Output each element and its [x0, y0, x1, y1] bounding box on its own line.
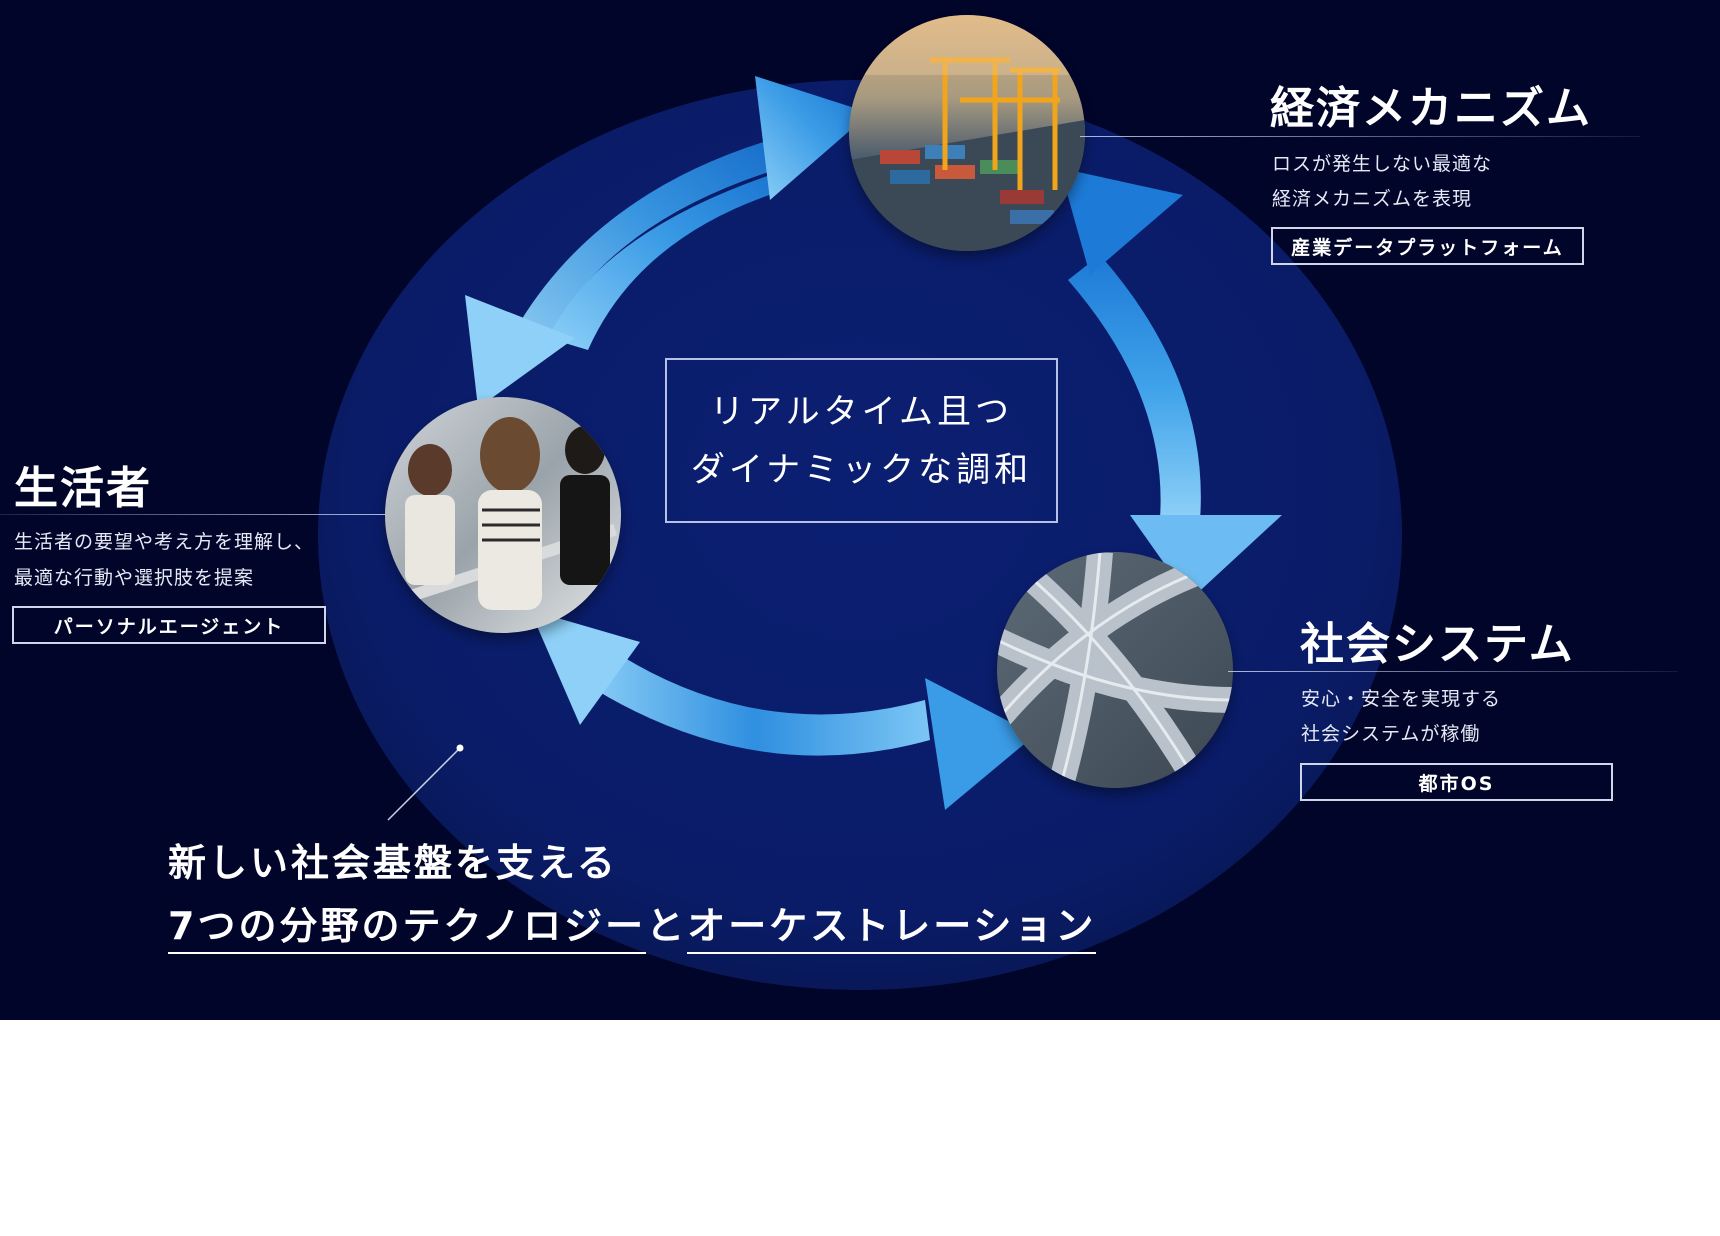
consumer-desc-line-1: 生活者の要望や考え方を理解し、 — [14, 531, 315, 553]
economy-connector-line — [1080, 136, 1640, 137]
economy-desc-line-1: ロスが発生しない最適な — [1272, 153, 1493, 175]
footer-orchestration-link[interactable]: オーケストレーション — [687, 895, 1097, 954]
society-desc-line-1: 安心・安全を実現する — [1301, 688, 1502, 710]
consumer-tag: パーソナルエージェント — [12, 606, 326, 644]
arrow-economy-society — [1060, 168, 1282, 600]
consumer-connector-line — [0, 514, 385, 515]
highway-interchange-photo — [997, 552, 1233, 795]
society-connector-line — [1228, 671, 1678, 672]
center-harmony-box: リアルタイム且つ ダイナミックな調和 — [665, 358, 1058, 523]
society-desc-line-2: 社会システムが稼働 — [1301, 723, 1481, 745]
center-line-1: リアルタイム且つ — [710, 391, 1013, 432]
people-smartphones-photo — [385, 397, 621, 640]
center-line-2: ダイナミックな調和 — [690, 449, 1033, 490]
economy-tag: 産業データプラットフォーム — [1271, 227, 1584, 265]
footer-line-1: 新しい社会基盤を支える — [168, 841, 618, 885]
diagram-panel: リアルタイム且つ ダイナミックな調和 経済メカニズム ロスが発生しない最適な 経… — [0, 0, 1720, 1020]
footer-line-2: 7つの分野のテクノロジーとオーケストレーション — [168, 895, 1097, 954]
consumer-desc-line-2: 最適な行動や選択肢を提案 — [14, 567, 255, 589]
cycle-diagram — [318, 15, 1402, 990]
footer-and-text: と — [646, 904, 688, 948]
footer-technology-link[interactable]: 7つの分野のテクノロジー — [168, 895, 647, 954]
economy-desc-line-2: 経済メカニズムを表現 — [1272, 188, 1473, 210]
society-tag: 都市OS — [1300, 763, 1613, 801]
arrow-consumer-society — [530, 610, 1035, 810]
society-title: 社会システム — [1300, 619, 1575, 670]
consumer-title: 生活者 — [14, 463, 152, 514]
blank-area — [0, 1020, 1720, 1236]
arrow-consumer-economy — [465, 76, 870, 408]
economy-title: 経済メカニズム — [1270, 83, 1592, 134]
footer-pointer-line — [387, 747, 461, 821]
footer-pointer-dot — [456, 744, 464, 752]
container-port-photo — [849, 15, 1085, 258]
